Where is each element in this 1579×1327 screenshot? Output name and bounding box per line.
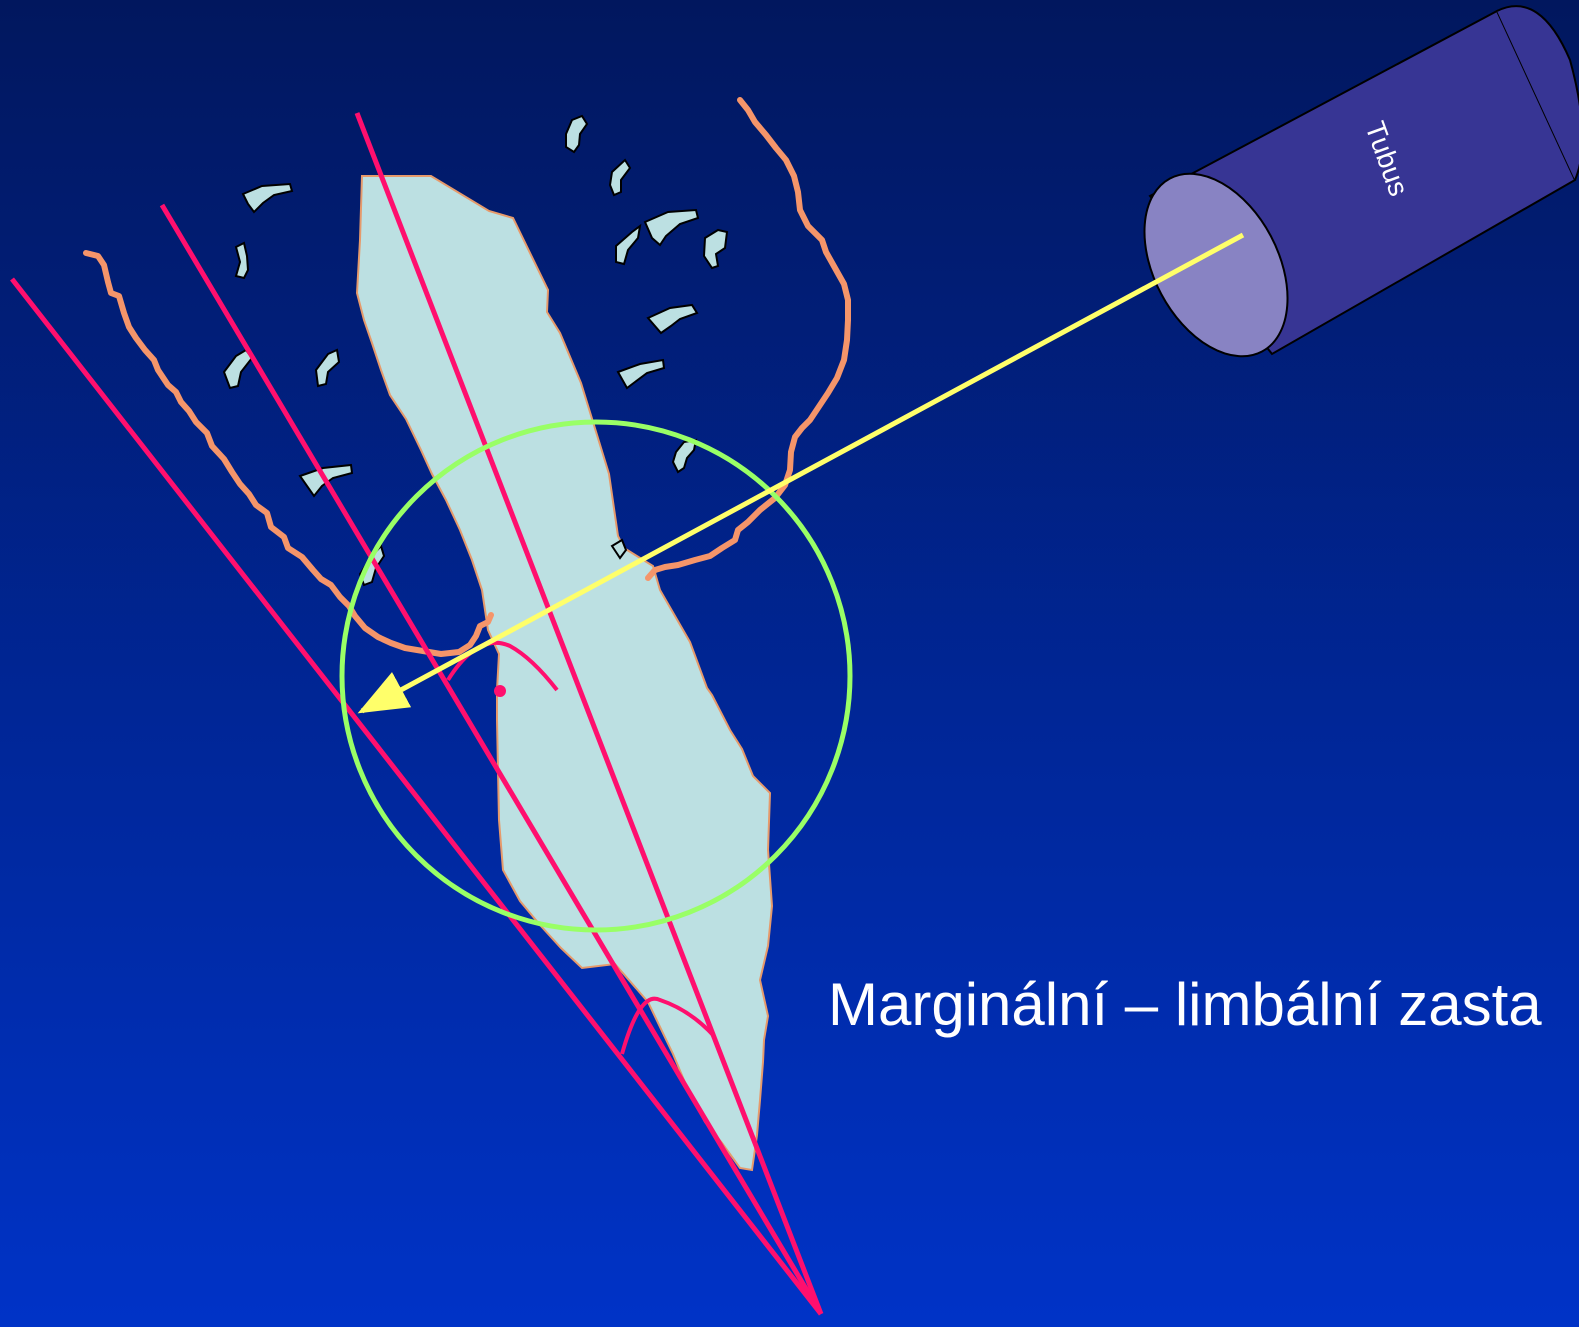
focus-circle <box>339 419 853 933</box>
fragment <box>565 114 589 154</box>
fragment <box>241 182 294 214</box>
tube: Tubus <box>1143 5 1579 358</box>
bisector-line <box>159 203 824 1316</box>
fragment <box>643 208 700 247</box>
central-ray-arrow <box>357 232 1245 714</box>
fragment <box>610 538 628 560</box>
fragment <box>616 358 666 390</box>
fragment <box>702 228 729 270</box>
tube-back-cap <box>1496 5 1579 181</box>
marker-dot <box>494 685 506 697</box>
gingiva-line-left <box>83 250 494 657</box>
fragments-group <box>222 114 729 587</box>
fragment <box>234 241 250 280</box>
film-plane-line <box>10 277 823 1316</box>
tooth-axis-line <box>354 112 824 1315</box>
fragment <box>615 223 642 266</box>
angle-arc-lower <box>620 996 716 1055</box>
fragment <box>222 348 254 390</box>
reference-lines <box>10 112 824 1316</box>
fragment <box>314 348 341 388</box>
tube-opening <box>1143 172 1289 358</box>
fragment <box>646 303 699 335</box>
fragment <box>608 158 632 197</box>
gingiva-line-right <box>645 97 851 581</box>
caption-text: Marginální – limbální zasta <box>828 971 1542 1038</box>
